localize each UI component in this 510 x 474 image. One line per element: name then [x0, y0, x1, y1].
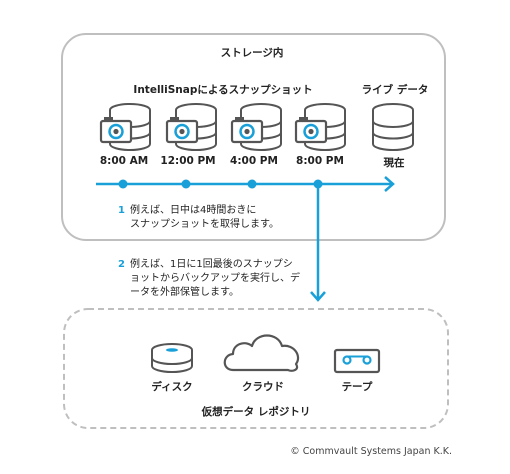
note-1: 1 例えば、日中は4時間おきに スナップショットを取得します。 — [118, 204, 279, 232]
repository-title: 仮想データ レポジトリ — [201, 406, 311, 418]
note-2-line-1: 例えば、1日に1回最後のスナップシ — [129, 259, 293, 270]
tape-label: テープ — [341, 381, 373, 393]
note-2: 2 例えば、1日に1回最後のスナップシ ョットからバックアップを実行し、デ ータを… — [118, 258, 300, 300]
backup-arrow — [310, 188, 326, 302]
time-label: 4:00 PM — [230, 155, 278, 167]
cloud-icon — [223, 334, 300, 372]
tape-icon — [333, 348, 381, 374]
disk-icon — [151, 343, 193, 373]
copyright: © Commvault Systems Japan K.K. — [290, 446, 452, 457]
time-label: 8:00 PM — [296, 155, 344, 167]
live-data-title: ライブ データ — [361, 84, 429, 96]
note-1-number: 1 — [118, 205, 125, 216]
repository-container — [63, 308, 449, 429]
note-2-number: 2 — [118, 259, 125, 270]
note-1-line-1: 例えば、日中は4時間おきに — [129, 205, 257, 216]
now-label: 現在 — [383, 157, 405, 169]
note-2-line-2: ョットからバックアップを実行し、デ — [130, 273, 300, 284]
note-1-line-2: スナップショットを取得します。 — [130, 219, 279, 230]
time-label: 8:00 AM — [99, 155, 149, 167]
disk-label: ディスク — [151, 381, 193, 393]
time-label: 12:00 PM — [160, 155, 216, 167]
note-2-line-3: ータを外部保管します。 — [130, 287, 239, 298]
cloud-label: クラウド — [242, 381, 284, 393]
database-icon — [372, 103, 414, 151]
storage-title: ストレージ内 — [220, 47, 284, 59]
snapshot-title: IntelliSnapによるスナップショット — [133, 84, 313, 96]
timeline-arrow — [96, 176, 395, 192]
